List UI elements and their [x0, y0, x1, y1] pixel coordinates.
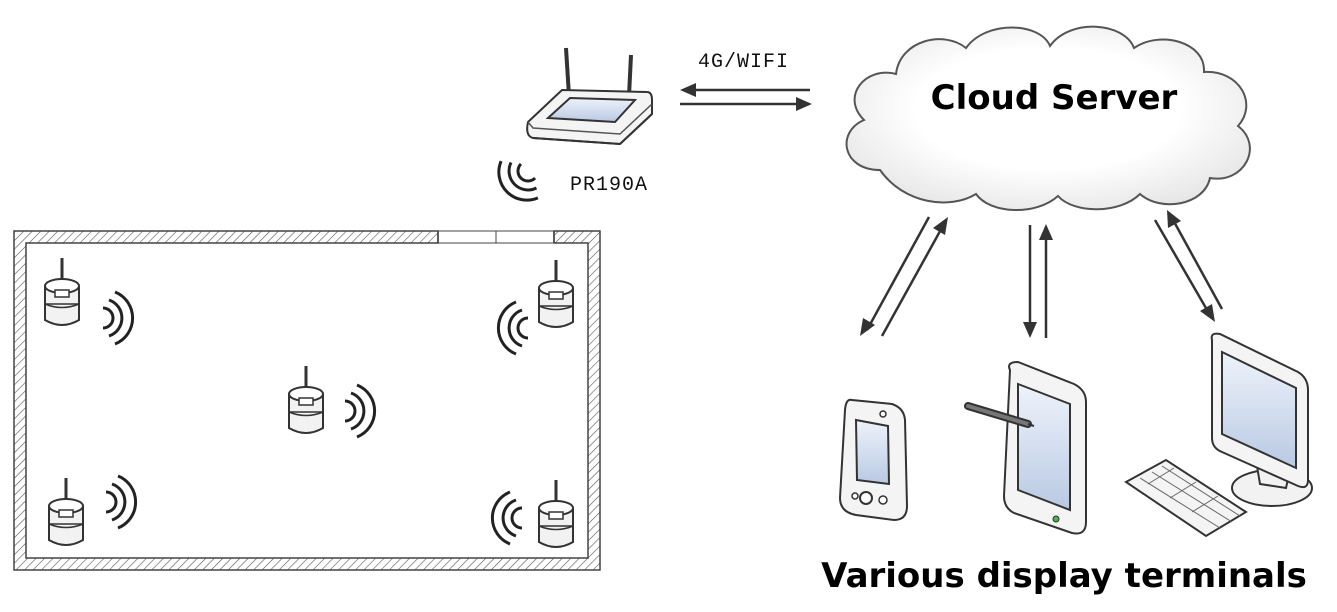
pda-phone-icon: [838, 398, 909, 522]
wireless-signal-icon: [104, 474, 138, 530]
cloud-icon: [845, 25, 1251, 212]
link-arrows: [680, 83, 812, 111]
link-label: 4G/WIFI: [698, 51, 789, 74]
sensor-icon: [43, 256, 81, 327]
sensor-icon: [47, 476, 85, 547]
wireless-signal-icon: [490, 490, 524, 546]
terminals-label: Various display terminals: [821, 556, 1307, 596]
cloud-label: Cloud Server: [931, 78, 1178, 118]
sensor-icon: [537, 478, 575, 549]
router-icon: [526, 47, 653, 146]
tablet-with-stylus-icon: [964, 360, 1087, 535]
gateway-label: PR190A: [570, 174, 648, 197]
sensor-icon: [287, 364, 325, 435]
terminal-arrows: [860, 210, 1224, 338]
wireless-signal-icon: [487, 151, 548, 212]
room-floor-plan: [13, 230, 601, 571]
wireless-signal-icon: [101, 290, 135, 346]
wireless-signal-icon: [343, 383, 377, 439]
wireless-signal-icon: [496, 300, 530, 356]
desktop-computer-icon: [1124, 332, 1313, 538]
sensor-icon: [537, 258, 575, 329]
